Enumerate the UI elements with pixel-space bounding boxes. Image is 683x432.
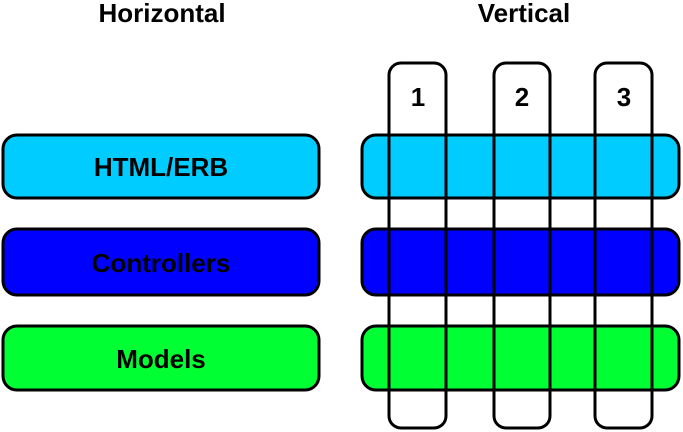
layer-controllers-box <box>1 227 321 297</box>
horizontal-layers: HTML/ERB Controllers Models <box>1 133 321 392</box>
slice-3-label: 3 <box>617 82 631 112</box>
slice-1-label: 1 <box>411 82 425 112</box>
band-models <box>360 324 681 392</box>
layer-html-erb-box <box>1 133 321 200</box>
slice-2-label: 2 <box>515 82 529 112</box>
layer-controllers-label: Controllers <box>92 248 231 278</box>
layer-models-label: Models <box>116 344 206 374</box>
layer-html-erb-label: HTML/ERB <box>94 152 228 182</box>
slice-2-outline <box>492 61 552 430</box>
layer-models-box <box>1 324 321 392</box>
slice-3-outline <box>593 61 654 430</box>
band-html-erb <box>360 133 681 200</box>
band-controllers <box>360 227 681 297</box>
vertical-heading: Vertical <box>478 0 571 28</box>
horizontal-heading: Horizontal <box>98 0 225 28</box>
slice-1-outline <box>387 61 448 430</box>
vertical-slices: 1 2 3 <box>387 61 654 430</box>
vertical-layer-bands <box>360 133 681 392</box>
